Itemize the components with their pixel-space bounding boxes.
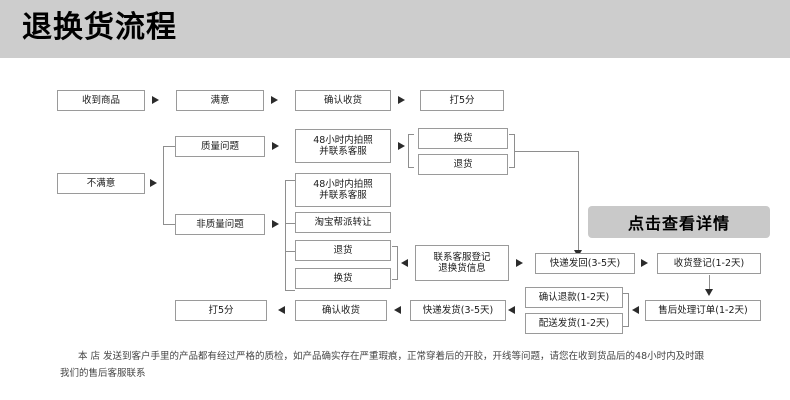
line-receipt-to-aftersale — [709, 275, 710, 289]
flow-node-satisfied[interactable]: 满意 — [176, 90, 264, 111]
arrow-confirm-to-rate — [398, 96, 405, 104]
arrow-satisfied-to-confirm — [271, 96, 278, 104]
footer-note-line2: 我们的售后客服联系 — [60, 368, 146, 379]
flow-node-contact-service-register[interactable]: 联系客服登记 退换货信息 — [415, 245, 509, 281]
flow-node-confirm-refund[interactable]: 确认退款(1-2天) — [525, 287, 623, 308]
flow-node-aftersale-process[interactable]: 售后处理订单(1-2天) — [645, 300, 761, 321]
arrow-contactservice-to-mid-stack — [401, 259, 408, 267]
split-branch-quality — [163, 146, 175, 147]
stack-branch-3 — [285, 251, 295, 252]
flow-node-taobao-transfer[interactable]: 淘宝帮派转让 — [295, 212, 391, 233]
line-merge-to-downspine — [515, 151, 578, 152]
arrow-quality-to-photo — [272, 142, 279, 150]
split-branch-non-quality — [163, 224, 175, 225]
arrow-nonquality-to-stack — [272, 220, 279, 228]
flow-node-receipt-register[interactable]: 收货登记(1-2天) — [657, 253, 761, 274]
arrow-expressship-to-confirm-bottom — [394, 306, 401, 314]
bracket-merge-exchange-return — [509, 134, 515, 168]
flow-node-express-ship[interactable]: 快递发货(3-5天) — [410, 300, 506, 321]
stack-branch-1 — [285, 180, 295, 181]
page-title: 退换货流程 — [22, 10, 177, 45]
flow-node-non-quality-issue[interactable]: 非质量问题 — [175, 214, 265, 235]
arrow-received-to-satisfied — [152, 96, 159, 104]
flowchart-canvas: 收到商品 满意 确认收货 打5分 不满意 质量问题 48小时内拍照 并联系客服 … — [0, 58, 790, 400]
flow-node-return-mid[interactable]: 退货 — [295, 240, 391, 261]
flow-node-rate5-bottom[interactable]: 打5分 — [175, 300, 267, 321]
bracket-merge-mid-return-exchange — [392, 246, 398, 280]
view-details-button[interactable]: 点击查看详情 — [588, 206, 770, 238]
arrow-unsatisfied-out — [150, 179, 157, 187]
stack-split-spine — [285, 180, 286, 290]
flow-node-express-send-back[interactable]: 快递发回(3-5天) — [535, 253, 635, 274]
page-banner: 退换货流程 — [0, 0, 790, 58]
flow-node-received[interactable]: 收到商品 — [57, 90, 145, 111]
line-downspine-to-sendback — [578, 151, 579, 251]
arrow-confirm-to-rate-bottom — [278, 306, 285, 314]
flow-node-quality-issue[interactable]: 质量问题 — [175, 136, 265, 157]
arrow-down-into-aftersale — [705, 289, 713, 296]
flow-node-delivery-ship[interactable]: 配送发货(1-2天) — [525, 313, 623, 334]
flow-node-photo-contact-1[interactable]: 48小时内拍照 并联系客服 — [295, 129, 391, 163]
flow-node-photo-contact-2[interactable]: 48小时内拍照 并联系客服 — [295, 173, 391, 207]
stack-branch-2 — [285, 223, 295, 224]
flow-node-confirm-receipt-top[interactable]: 确认收货 — [295, 90, 391, 111]
flow-node-exchange-mid[interactable]: 换货 — [295, 268, 391, 289]
arrow-photo-to-exchange-return — [398, 142, 405, 150]
bracket-merge-refund-delivery — [623, 293, 629, 327]
arrow-contactservice-to-sendback — [516, 259, 523, 267]
flow-node-return-top[interactable]: 退货 — [418, 154, 508, 175]
stack-branch-4 — [285, 290, 295, 291]
footer-note: 本 店 发送到客户手里的产品都有经过严格的质检，如产品确实存在严重瑕痕，正常穿着… — [60, 348, 760, 382]
footer-note-line1: 本 店 发送到客户手里的产品都有经过严格的质检，如产品确实存在严重瑕痕，正常穿着… — [78, 351, 705, 362]
bracket-split-exchange-return — [408, 134, 414, 168]
arrow-aftersale-to-refund-delivery — [632, 306, 639, 314]
arrow-refund-delivery-to-express-ship — [508, 306, 515, 314]
flow-node-confirm-receipt-bottom[interactable]: 确认收货 — [295, 300, 387, 321]
flow-node-unsatisfied[interactable]: 不满意 — [57, 173, 145, 194]
arrow-sendback-to-receipt-register — [641, 259, 648, 267]
flow-node-exchange-top[interactable]: 换货 — [418, 128, 508, 149]
flow-node-rate5-top[interactable]: 打5分 — [420, 90, 504, 111]
split-spine-unsatisfied — [163, 146, 164, 224]
